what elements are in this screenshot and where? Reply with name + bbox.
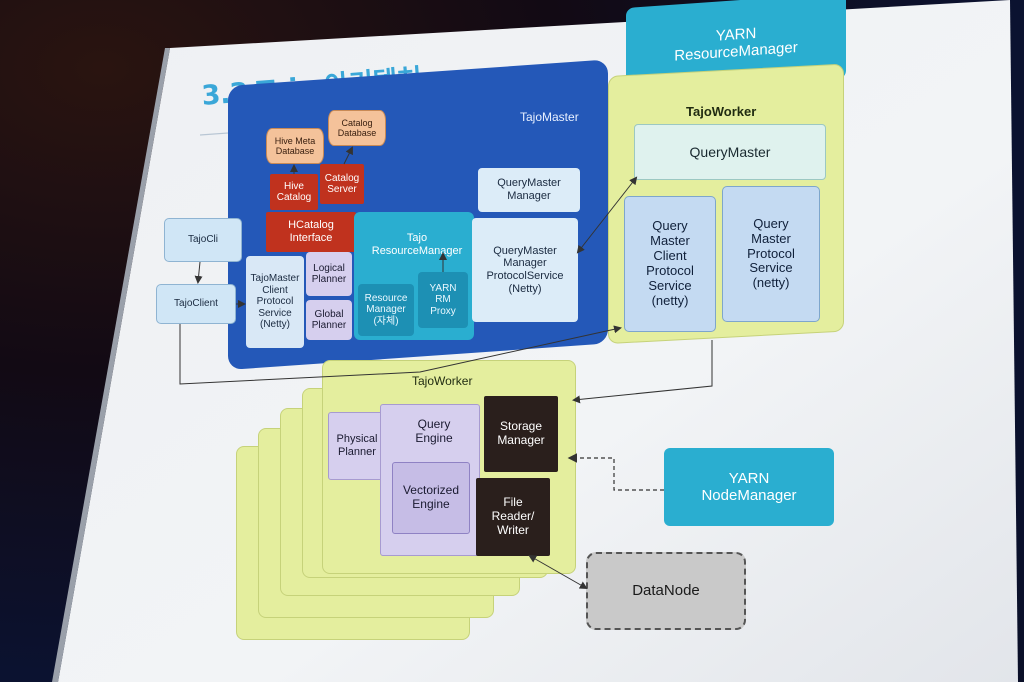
logical-planner: Logical Planner <box>306 252 352 296</box>
yarn-node-manager: YARN NodeManager <box>664 448 834 526</box>
catalog-database: Catalog Database <box>328 110 386 146</box>
storage-manager: Storage Manager <box>484 396 558 472</box>
tajoclient-to-qm-client-protocol-line <box>179 324 622 385</box>
tajomaster-label: TajoMaster <box>520 110 579 124</box>
query-engine-label: Query Engine <box>415 417 453 445</box>
yarn-rm-proxy: YARN RM Proxy <box>418 272 468 328</box>
query-master-protocol-service: Query Master Protocol Service (netty) <box>722 186 820 322</box>
tajo-client: TajoClient <box>156 284 236 324</box>
querymaster-manager: QueryMaster Manager <box>478 168 580 212</box>
hive-meta-database: Hive Meta Database <box>266 128 324 164</box>
nodemanager-to-lower-worker-line <box>567 453 664 491</box>
global-planner: Global Planner <box>306 300 352 340</box>
hcatalog-interface: HCatalog Interface <box>266 212 356 252</box>
lower-tajoworker-label: TajoWorker <box>412 374 473 388</box>
file-reader-writer: File Reader/ Writer <box>476 478 550 556</box>
qm-manager-protocol-to-upper-worker-arrow <box>576 176 638 254</box>
querymaster-manager-protocol-service: QueryMaster Manager ProtocolService (Net… <box>472 218 578 322</box>
tajocli-to-tajoclient-arrow <box>194 261 203 284</box>
catalog-server-to-catalog-db-arrow <box>343 146 353 165</box>
resource-manager-self: Resource Manager (자체) <box>358 284 414 336</box>
catalog-server: Catalog Server <box>320 164 364 204</box>
datanode: DataNode <box>586 552 746 630</box>
query-master-client-protocol-service: Query Master Client Protocol Service (ne… <box>624 196 716 332</box>
file-rw-to-datanode-arrow <box>528 555 588 589</box>
tajomaster-client-protocol-service: TajoMaster Client Protocol Service (Nett… <box>246 256 304 348</box>
upper-worker-to-lower-worker-line <box>572 340 713 404</box>
tajo-cli: TajoCli <box>164 218 242 262</box>
upper-tajoworker-label: TajoWorker <box>686 104 757 119</box>
query-master: QueryMaster <box>634 124 826 180</box>
vectorized-engine: Vectorized Engine <box>392 462 470 534</box>
hive-catalog: Hive Catalog <box>270 174 318 210</box>
